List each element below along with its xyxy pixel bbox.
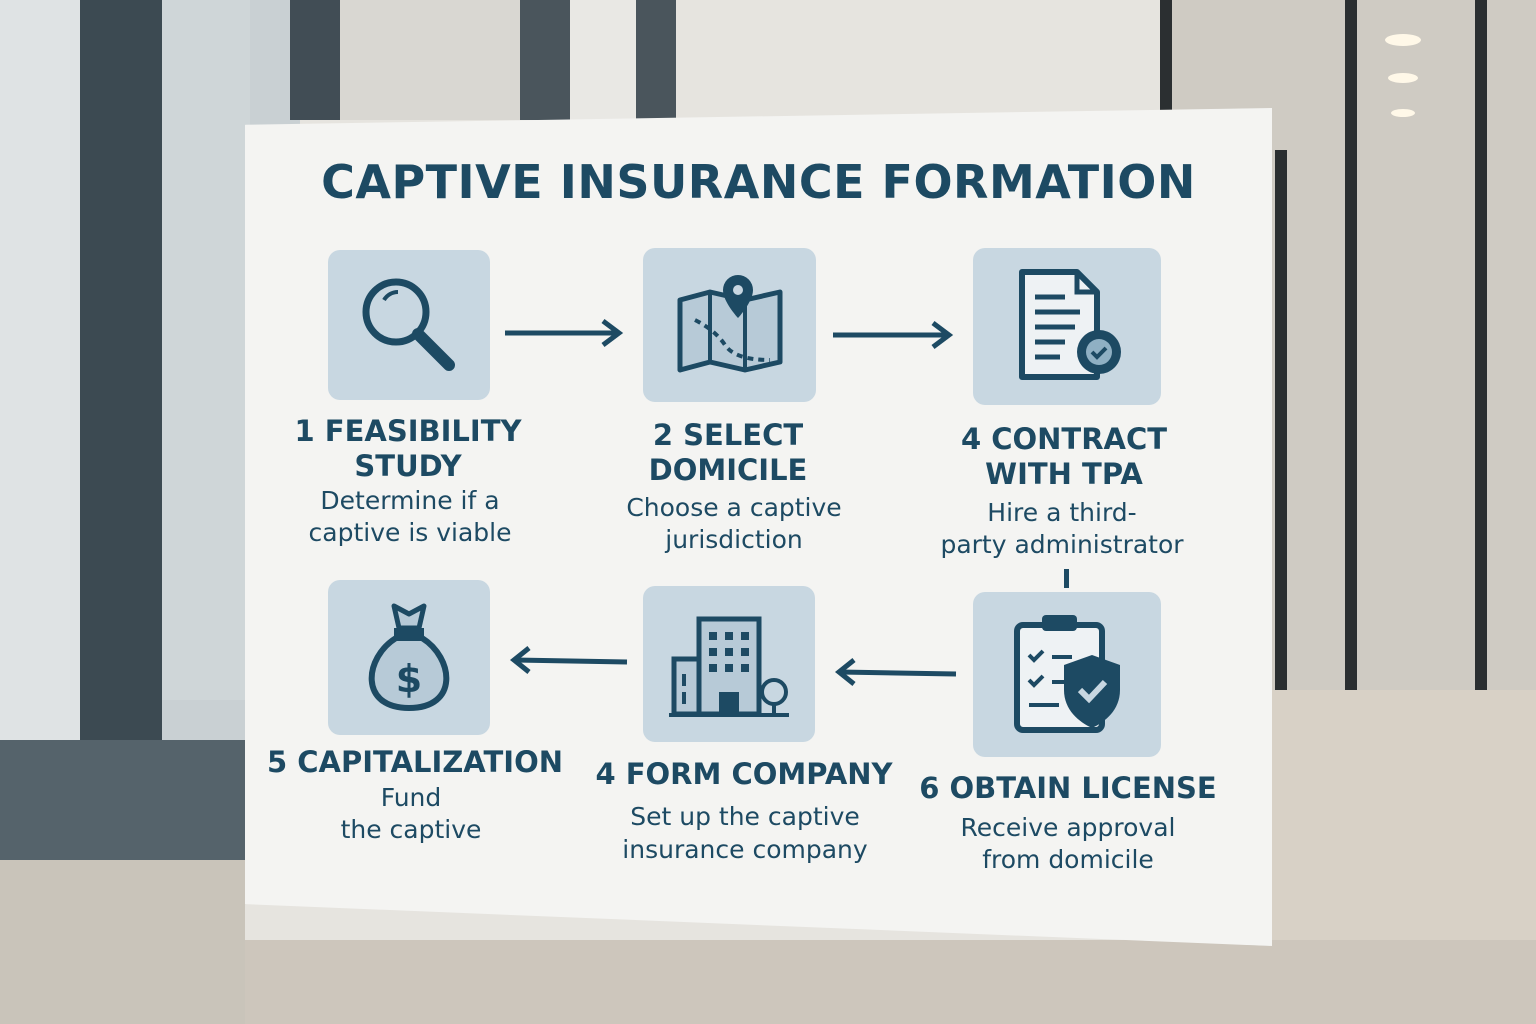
connector-line (1064, 569, 1069, 588)
step-3-icon-box (973, 248, 1161, 405)
arrow-left-6-5 (834, 658, 957, 686)
arrow-left-5-4 (509, 646, 628, 674)
clipboard-shield-icon (1014, 614, 1120, 733)
magnifier-icon (362, 278, 455, 371)
step-5-icon-box (643, 586, 815, 742)
map-pin-icon (677, 275, 782, 373)
arrow-right-2-3 (833, 321, 954, 349)
step-4-icon-box: $ (328, 580, 490, 735)
step-2-icon-box (643, 248, 816, 402)
sign-board (245, 108, 1272, 946)
step-5-title: 4 FORM COMPANY (595, 757, 893, 791)
money-bag-icon: $ (368, 603, 450, 711)
step-3-desc: Hire a third-party administrator (940, 498, 1184, 559)
page-title: CAPTIVE INSURANCE FORMATION (321, 155, 1196, 209)
building-icon (669, 616, 789, 717)
dollar-sign: $ (396, 657, 422, 701)
step-1-icon-box (328, 250, 490, 400)
step-6-icon-box (973, 592, 1161, 757)
document-badge-icon (1019, 268, 1121, 380)
arrow-right-1-2 (505, 319, 624, 347)
step-6-title: 6 OBTAIN LICENSE (919, 771, 1217, 805)
step-4-title: 5 CAPITALIZATION (266, 745, 564, 779)
